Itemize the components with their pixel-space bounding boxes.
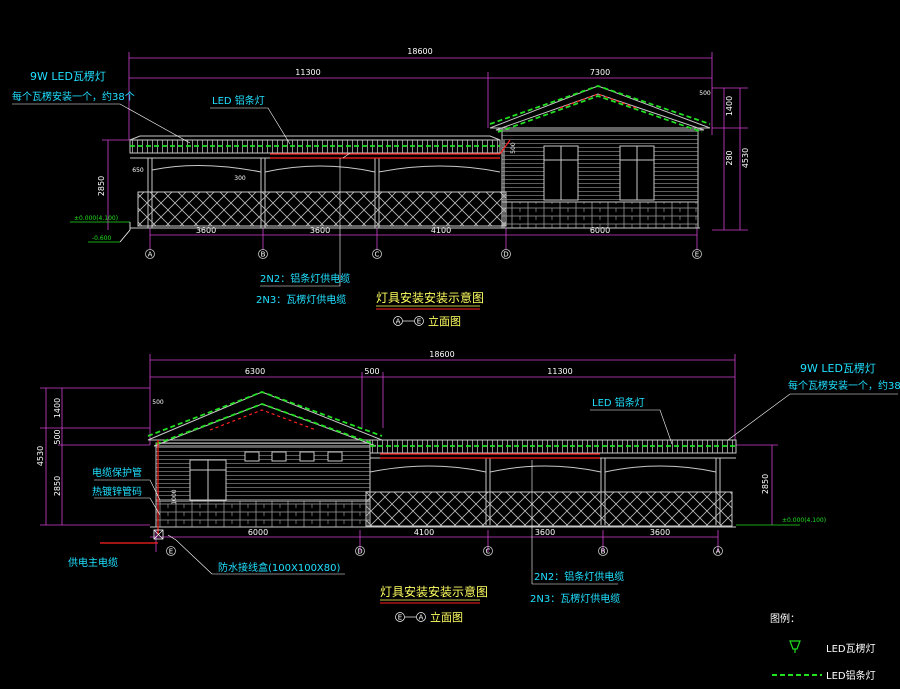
dim-detail-650: 650 <box>132 167 144 174</box>
axis-markers-1 <box>145 249 702 259</box>
elevation-1: 18600 11300 7300 3600 3600 4100 6000 140… <box>12 47 750 328</box>
led-strip-lines-1 <box>130 85 711 147</box>
axis-1-b: B <box>261 251 266 259</box>
cable-lines-2 <box>100 409 600 544</box>
dim-bay-3: 4100 <box>431 226 451 235</box>
dim-right-h2: 280 <box>725 150 734 165</box>
cable-lines-1 <box>270 93 637 159</box>
label-junction-box: 防水接线盒(100X100X80) <box>218 561 341 574</box>
dim-left: 11300 <box>295 68 320 77</box>
dim-left-2: 6300 <box>245 367 265 376</box>
dim-detail-300: 300 <box>234 175 246 182</box>
subtitle-bubble-a-2 <box>395 612 405 622</box>
house-2 <box>147 391 383 528</box>
dim-right-total: 4530 <box>741 148 750 168</box>
dim-left-h2-2: 500 <box>53 429 62 444</box>
subtitle-1-b: E <box>417 318 421 326</box>
label-main-cable: 供电主电缆 <box>68 556 118 569</box>
level-b: -0.600 <box>92 235 112 242</box>
label-cable-2n2-1: 2N2：铝条灯供电缆 <box>260 272 350 285</box>
junction-box-icon <box>153 529 164 540</box>
dimension-lines-top-2 <box>40 354 778 552</box>
led-strip-lines-2 <box>147 391 736 447</box>
dim-bay-2-1: 6000 <box>248 528 268 537</box>
dim-total-2: 18600 <box>429 350 454 359</box>
axis-1-c: C <box>375 251 380 259</box>
legend-title: 图例： <box>770 612 800 625</box>
label-led-strip-2: LED 铝条灯 <box>592 396 645 409</box>
dim-right-h1: 1400 <box>725 96 734 116</box>
axis-2-d: D <box>357 548 362 556</box>
axis-2-e: E <box>169 548 173 556</box>
label-led-9w-2: 9W LED瓦楞灯 <box>800 361 876 375</box>
label-led-strip-1: LED 铝条灯 <box>212 94 265 107</box>
subtitle-2-b: A <box>419 614 424 622</box>
dim-right-2: 11300 <box>547 367 572 376</box>
dim-bay-2: 3600 <box>310 226 330 235</box>
title-1: 灯具安装安装示意图 <box>376 290 484 305</box>
dim-left-h: 2850 <box>97 176 106 196</box>
label-cable-2n3-1: 2N3：瓦楞灯供电缆 <box>256 293 346 306</box>
axis-markers-2 <box>166 546 723 556</box>
dim-bay-2-4: 3600 <box>650 528 670 537</box>
title-2: 灯具安装安装示意图 <box>380 584 488 599</box>
dim-bay-2-2: 4100 <box>414 528 434 537</box>
dim-bay-1: 3600 <box>196 226 216 235</box>
pergola-2 <box>150 439 737 528</box>
label-cable-2n2-2: 2N2：铝条灯供电缆 <box>534 570 624 583</box>
subtitle-bubble-b-1 <box>414 316 424 326</box>
dim-mid-2: 500 <box>364 367 379 376</box>
dim-bay-4: 6000 <box>590 226 610 235</box>
legend-item-led-strip: LED铝条灯 <box>826 669 876 682</box>
dim-roof-500-2: 500 <box>152 399 164 406</box>
label-conduit: 电缆保护管 <box>92 466 142 479</box>
subtitle-bubble-a-1 <box>393 316 403 326</box>
led-bulb-icon <box>789 640 801 653</box>
dim-gable-500: 500 <box>699 90 711 97</box>
label-led-9w-note-1: 每个瓦楞安装一个，约38个 <box>12 90 135 103</box>
level-a: ±0.000(4.100) <box>74 215 118 222</box>
legend: 图例： LED瓦楞灯 LED铝条灯 <box>770 612 876 682</box>
dim-bay-2-3: 3600 <box>535 528 555 537</box>
dim-right: 7300 <box>590 68 610 77</box>
level-a-2: ±0.000(4.100) <box>782 517 826 524</box>
level-marks <box>70 221 131 243</box>
axis-1-a: A <box>148 251 153 259</box>
axis-2-b: B <box>601 548 606 556</box>
label-led-9w-1: 9W LED瓦楞灯 <box>30 69 106 83</box>
elevation-2: 18600 6300 500 11300 6000 4100 3600 3600… <box>36 350 900 624</box>
subtitle-text-2: 立面图 <box>430 610 463 624</box>
leader-lines-2 <box>94 393 898 585</box>
axis-2-c: C <box>486 548 491 556</box>
house-1 <box>489 85 711 229</box>
subtitle-bubble-b-2 <box>416 612 426 622</box>
axis-2-a: A <box>716 548 721 556</box>
legend-item-led-bulb: LED瓦楞灯 <box>826 642 876 655</box>
leader-lines-1 <box>12 103 351 287</box>
dim-left-total-2: 4530 <box>36 446 45 466</box>
dim-total: 18600 <box>407 47 432 56</box>
axis-1-e: E <box>695 251 699 259</box>
label-galv-clamp: 热镀锌管码 <box>92 485 142 498</box>
dim-right-h-2: 2850 <box>761 474 770 494</box>
subtitle-1-a: A <box>396 318 401 326</box>
dimension-lines-top <box>102 52 748 250</box>
dim-left-h1-2: 1400 <box>53 398 62 418</box>
label-cable-2n3-2: 2N3：瓦楞灯供电缆 <box>530 592 620 605</box>
subtitle-text-1: 立面图 <box>428 314 461 328</box>
label-led-9w-note-2: 每个瓦楞安装一个，约38个 <box>788 379 900 392</box>
dim-left-h3-2: 2850 <box>53 476 62 496</box>
axis-1-d: D <box>503 251 508 259</box>
subtitle-2-a: E <box>398 614 402 622</box>
